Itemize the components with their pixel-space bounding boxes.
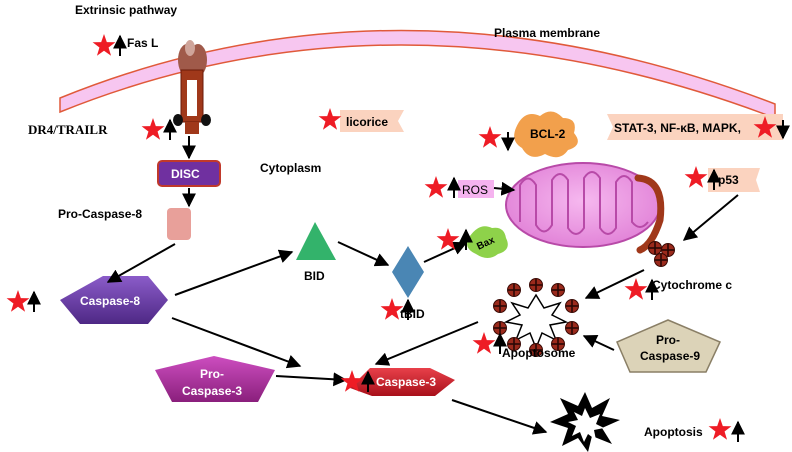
pro-caspase-8-block: [167, 208, 191, 240]
p53-label: p53: [718, 173, 739, 187]
apoptosome-label: Apoptosome: [502, 346, 576, 360]
caspase-8-label: Caspase-8: [80, 294, 140, 308]
stat3-tag: [607, 114, 783, 140]
star-icon: [472, 332, 496, 354]
star-icon: [141, 118, 165, 140]
fas-l-label: Fas L: [127, 36, 158, 50]
pro-caspase-8-label: Pro-Caspase-8: [58, 207, 142, 221]
pro-caspase-9-label-line1: Pro-: [656, 333, 680, 347]
licorice-tag: [340, 110, 404, 132]
p53-tag: [708, 168, 760, 192]
death-receptor: [173, 40, 211, 134]
caspase-3-shape: [350, 368, 455, 396]
licorice-label: licorice: [346, 115, 388, 129]
caspase-8-shape: [60, 276, 168, 324]
pro-caspase-9-shape: [616, 319, 722, 373]
dr4-trailr-label: DR4/TRAILR: [28, 122, 108, 137]
bax-blob: [467, 226, 508, 258]
ros-box: [458, 180, 494, 198]
pro-caspase-3-shape: [155, 356, 275, 402]
apoptosis-label: Apoptosis: [644, 425, 703, 439]
pro-caspase-3-label-line2: Caspase-3: [182, 384, 242, 398]
cytochrome-c-cluster: [647, 240, 676, 268]
ros-label: ROS: [462, 183, 488, 197]
arrows: [106, 136, 739, 435]
apoptosome-ring: [492, 277, 580, 358]
star-icon: [708, 418, 732, 440]
star-icon: [92, 34, 116, 56]
star-icon: [318, 108, 342, 130]
plasma-membrane-label: Plasma membrane: [494, 26, 600, 40]
tbid-diamond: [392, 246, 424, 298]
pro-caspase-9-label-line2: Caspase-9: [640, 349, 700, 363]
bcl2-blob: [514, 111, 578, 158]
bid-triangle: [296, 222, 336, 260]
mitochondrion: [505, 162, 665, 254]
bid-label: BID: [304, 269, 325, 283]
disc-box: [157, 160, 221, 187]
plasma-membrane-band: [59, 29, 776, 120]
star-icon: [6, 290, 30, 312]
disc-label: DISC: [171, 167, 200, 181]
cytochrome-c-label: Cytochrome c: [652, 278, 732, 292]
star-icon: [424, 176, 448, 198]
caspase-3-label: Caspase-3: [376, 375, 436, 389]
pro-caspase-3-label-line1: Pro-: [200, 367, 224, 381]
regulation-arrows: [27, 34, 790, 442]
star-icon: [478, 126, 502, 148]
extrinsic-pathway-label: Extrinsic pathway: [75, 3, 177, 17]
star-icon: [684, 166, 708, 188]
stat3-label: STAT-3, NF-κB, MAPK,: [614, 121, 741, 135]
bcl2-label: BCL-2: [530, 127, 566, 141]
apoptosis-burst-icon: [550, 392, 620, 452]
cytoplasm-label: Cytoplasm: [260, 161, 321, 175]
star-icon: [624, 278, 648, 300]
tbid-label: tBID: [400, 307, 425, 321]
